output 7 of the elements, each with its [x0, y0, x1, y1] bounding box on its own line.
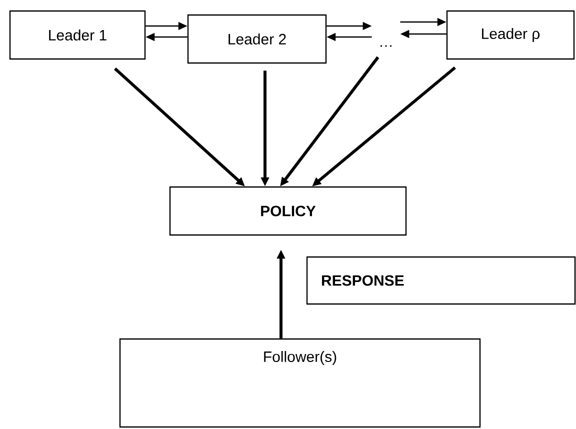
ellipsis-text: …: [380, 45, 392, 47]
policy-box: POLICY: [169, 186, 407, 236]
leader-box: Leader ρ: [446, 10, 575, 60]
response-box: RESPONSE: [306, 256, 576, 305]
leader-box: Leader 2: [187, 14, 327, 64]
follower-box: Follower(s): [119, 338, 481, 428]
leader-box: Leader 1: [9, 10, 146, 60]
